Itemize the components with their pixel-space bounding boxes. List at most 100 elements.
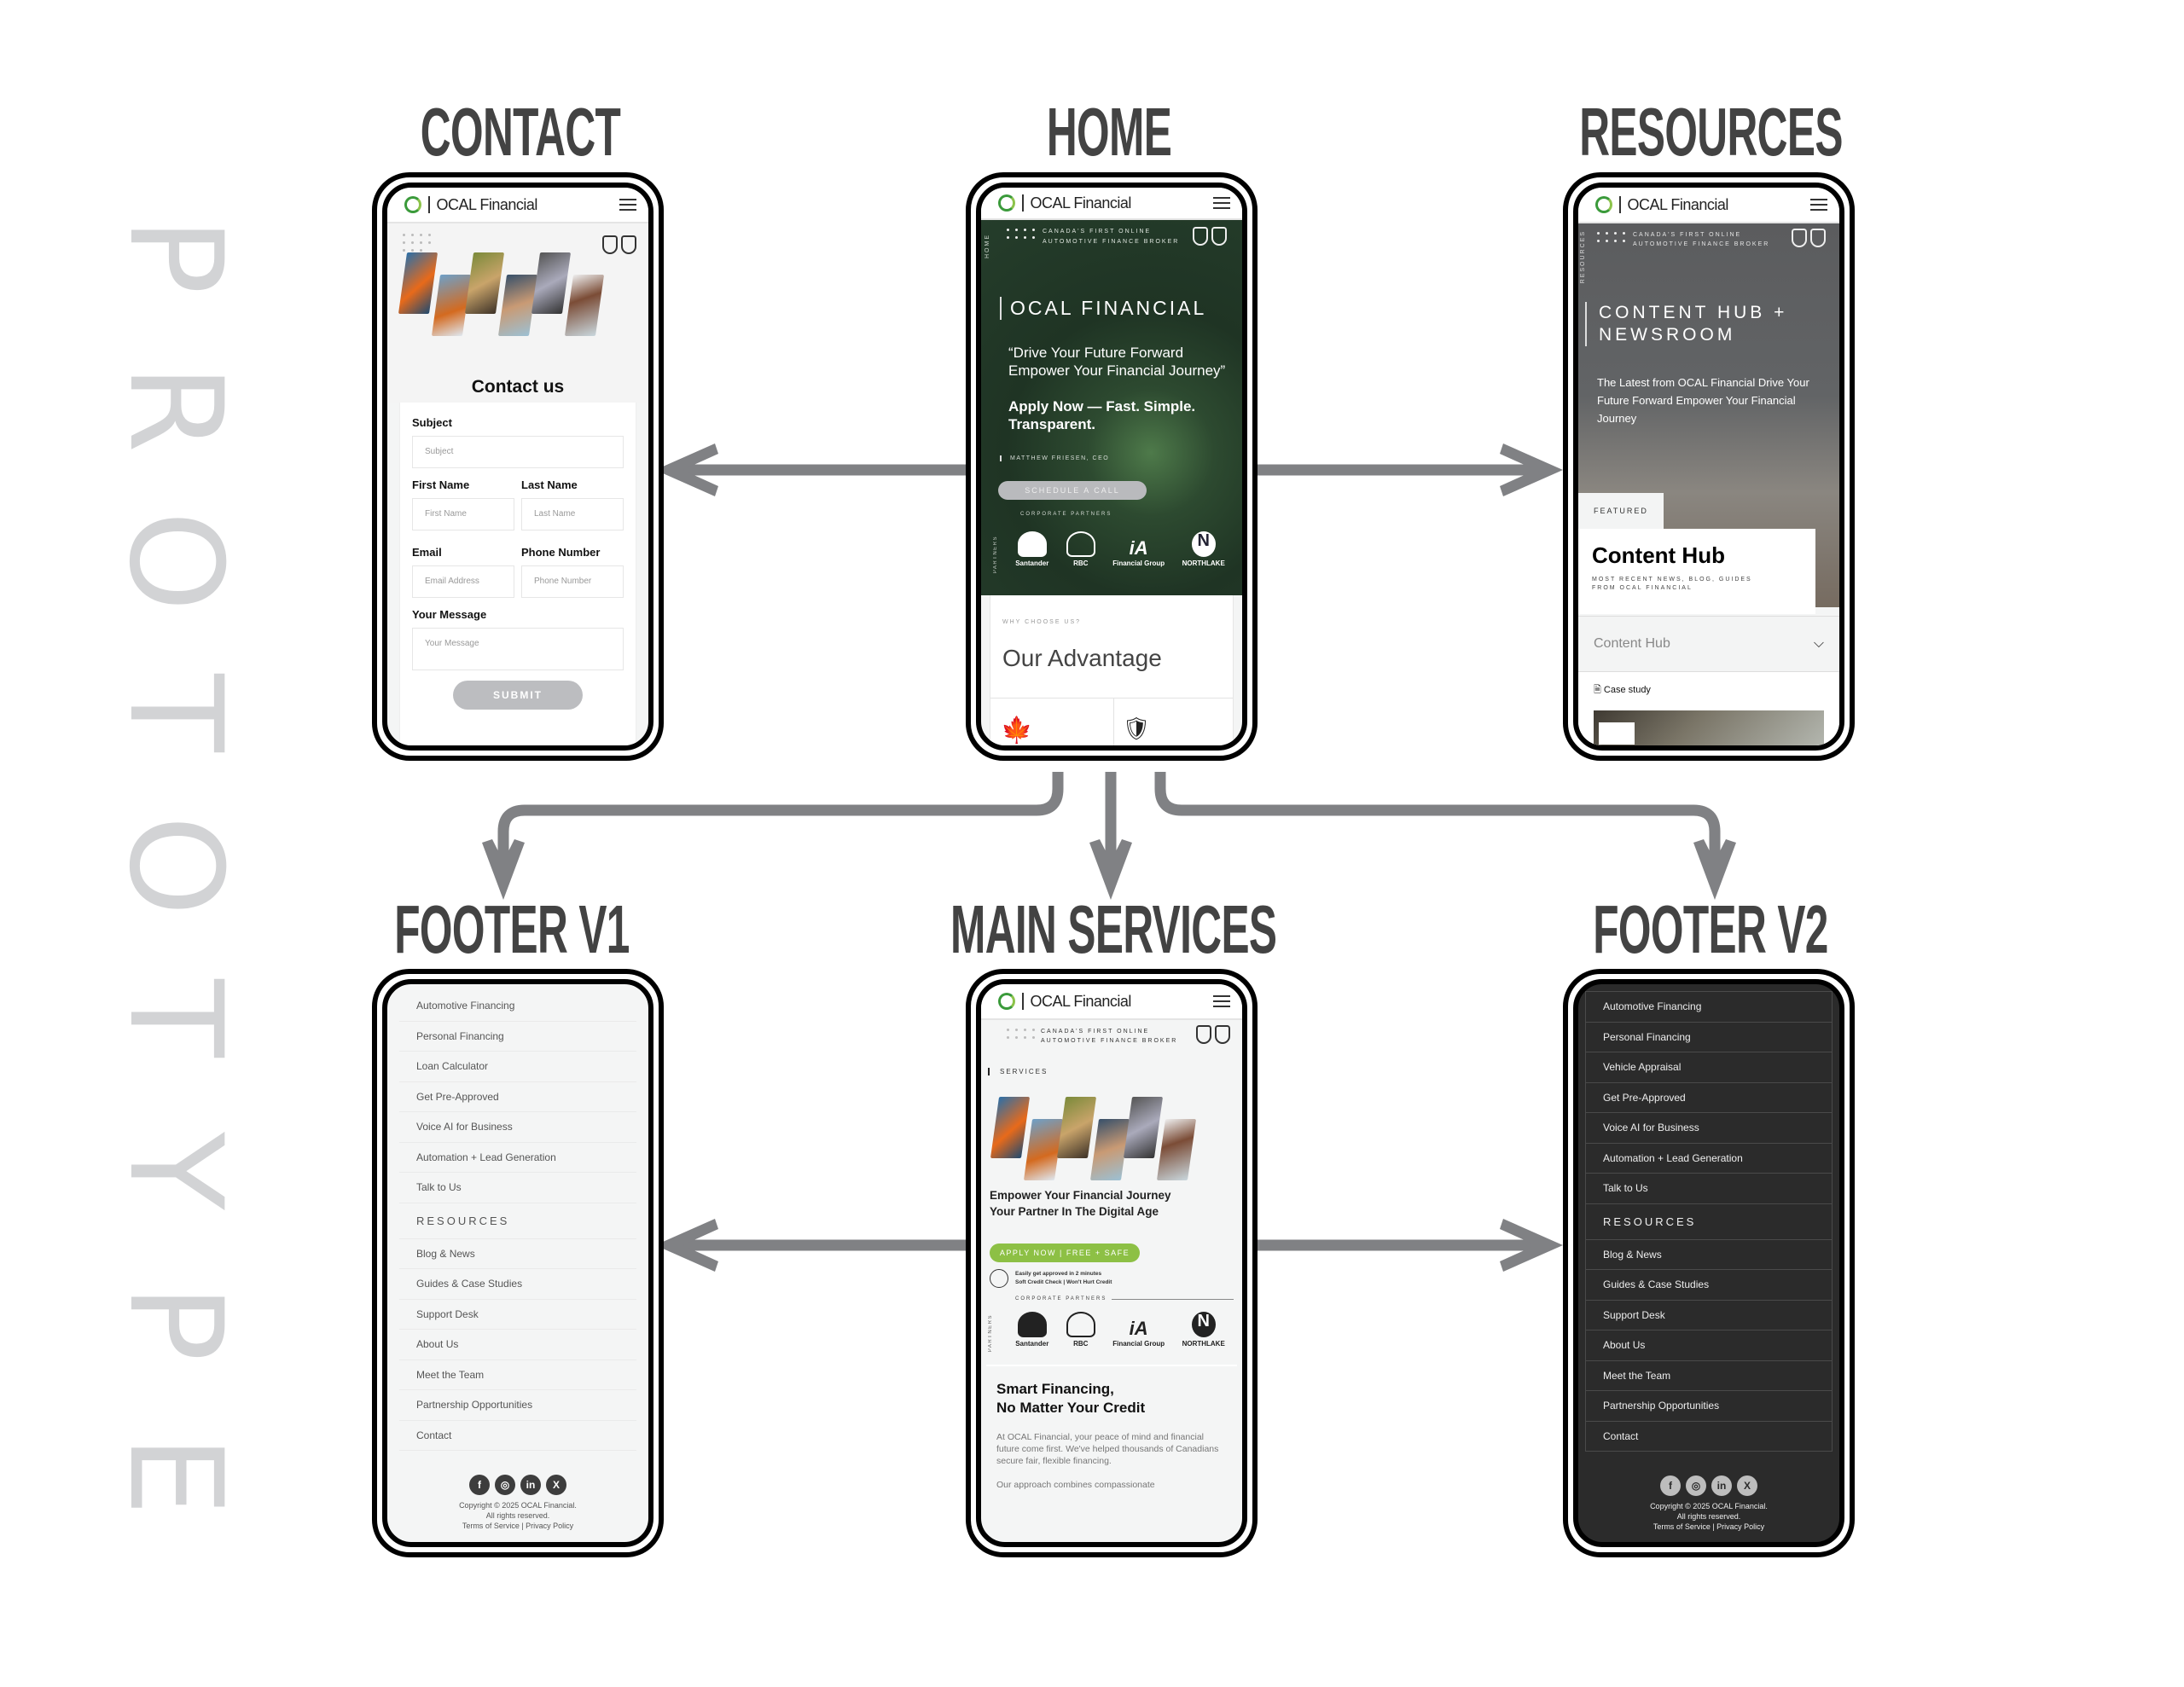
- phone-input[interactable]: Phone Number: [521, 565, 624, 598]
- tagline-line2: AUTOMOTIVE FINANCE BROKER: [1043, 239, 1180, 245]
- footer-link[interactable]: Voice AI for Business: [1586, 1113, 1832, 1144]
- footer-link[interactable]: Meet the Team: [399, 1360, 636, 1390]
- subject-input[interactable]: Subject: [412, 436, 624, 468]
- first-name-input[interactable]: First Name: [412, 498, 514, 530]
- partner-santander: Santander: [1015, 531, 1048, 567]
- footer-link[interactable]: Meet the Team: [1586, 1361, 1832, 1391]
- email-input[interactable]: Email Address: [412, 565, 514, 598]
- photo-collage: [985, 1097, 1202, 1180]
- photo-collage: [392, 252, 610, 336]
- footer-link[interactable]: Automotive Financing: [399, 991, 636, 1022]
- chevron-down-icon: ⌵: [1813, 636, 1824, 651]
- footer-link[interactable]: Loan Calculator: [399, 1052, 636, 1082]
- content-hub-dropdown[interactable]: Content Hub ⌵: [1578, 616, 1839, 672]
- submit-button[interactable]: SUBMIT: [453, 681, 583, 710]
- legal-links[interactable]: Terms of Service | Privacy Policy: [1653, 1522, 1765, 1531]
- footer-link[interactable]: Get Pre-Approved: [1586, 1083, 1832, 1113]
- approval-line1: Easily get approved in 2 minutes: [1015, 1271, 1102, 1277]
- brand-name[interactable]: OCAL Financial: [1030, 194, 1132, 212]
- watermark-letter: O: [101, 510, 249, 612]
- instagram-icon[interactable]: ◎: [1686, 1475, 1706, 1496]
- watermark-letter: T: [101, 674, 249, 753]
- x-icon[interactable]: X: [1737, 1475, 1757, 1496]
- hamburger-menu-icon[interactable]: [1213, 194, 1230, 212]
- x-icon[interactable]: X: [546, 1475, 566, 1495]
- linkedin-icon[interactable]: in: [1711, 1475, 1732, 1496]
- hamburger-menu-icon[interactable]: [1810, 195, 1827, 214]
- logo-divider: [1022, 194, 1024, 212]
- case-study-label: 🗎 Case study: [1594, 685, 1651, 695]
- smart-financing-heading: Smart Financing,No Matter Your Credit: [996, 1380, 1227, 1417]
- brand-name[interactable]: OCAL Financial: [1030, 992, 1132, 1010]
- security-badges: [1788, 229, 1826, 252]
- hamburger-menu-icon[interactable]: [619, 195, 636, 214]
- footer-link[interactable]: Get Pre-Approved: [399, 1082, 636, 1112]
- dropdown-value: Content Hub: [1594, 636, 1670, 651]
- main-services-title: MAIN SERVICES: [950, 891, 1277, 967]
- message-input[interactable]: Your Message: [412, 628, 624, 670]
- footer-link[interactable]: Talk to Us: [399, 1173, 636, 1203]
- linkedin-icon[interactable]: in: [520, 1475, 541, 1495]
- headline-line1: Empower Your Financial Journey: [990, 1189, 1171, 1202]
- hamburger-menu-icon[interactable]: [1213, 992, 1230, 1011]
- footer-link[interactable]: Vehicle Appraisal: [1586, 1052, 1832, 1083]
- footer-link[interactable]: Personal Financing: [399, 1022, 636, 1052]
- rights-line: All rights reserved.: [485, 1511, 550, 1520]
- contact-hero: Contact us: [387, 223, 648, 403]
- footer-link[interactable]: Automation + Lead Generation: [399, 1143, 636, 1173]
- footer-link[interactable]: Voice AI for Business: [399, 1112, 636, 1143]
- contact-phone: OCAL Financial Contact us Subject Subjec…: [372, 172, 664, 761]
- phone-label: Phone Number: [521, 546, 601, 559]
- ceo-signature: MATTHEW FRIESEN, CEO: [1000, 455, 1109, 461]
- legal-links[interactable]: Terms of Service | Privacy Policy: [462, 1522, 574, 1530]
- footer-link[interactable]: Contact: [1586, 1422, 1832, 1452]
- instagram-icon[interactable]: ◎: [495, 1475, 515, 1495]
- advantage-heading: Our Advantage: [1002, 645, 1162, 671]
- home-screen: OCAL Financial HOME CANADA'S FIRST ONLIN…: [976, 183, 1247, 751]
- copyright-line: Copyright © 2025 OCAL Financial.: [1650, 1502, 1768, 1510]
- footer-link[interactable]: Blog & News: [399, 1239, 636, 1269]
- footer-v2-nav: Automotive Financing Personal Financing …: [1585, 991, 1833, 1452]
- why-choose-label: WHY CHOOSE US?: [1002, 619, 1082, 625]
- footer-link[interactable]: About Us: [1586, 1330, 1832, 1361]
- footer-link[interactable]: Contact: [399, 1421, 636, 1451]
- check-shield-icon: [1211, 227, 1227, 246]
- social-links: f ◎ in X: [387, 1475, 648, 1495]
- brand-name[interactable]: OCAL Financial: [1627, 195, 1729, 213]
- check-shield-icon: [621, 235, 636, 254]
- brand-name[interactable]: OCAL Financial: [436, 195, 538, 213]
- featured-card[interactable]: Content Hub MOST RECENT NEWS, BLOG, GUID…: [1578, 529, 1815, 614]
- footer-link[interactable]: Talk to Us: [1586, 1174, 1832, 1204]
- case-study-card[interactable]: 🗎 Case study: [1578, 672, 1839, 745]
- signing-photo: [1089, 1119, 1130, 1180]
- footer-link[interactable]: Automation + Lead Generation: [1586, 1144, 1832, 1174]
- footer-link[interactable]: Support Desk: [1586, 1301, 1832, 1330]
- footer-link[interactable]: Automotive Financing: [1586, 992, 1832, 1023]
- schedule-call-button[interactable]: SCHEDULE A CALL: [998, 481, 1147, 500]
- footer-link[interactable]: Partnership Opportunities: [399, 1390, 636, 1421]
- footer-link[interactable]: Support Desk: [399, 1300, 636, 1330]
- facebook-icon[interactable]: f: [1660, 1475, 1681, 1496]
- footer-v2-screen: Automotive Financing Personal Financing …: [1573, 979, 1844, 1547]
- footer-link[interactable]: Partnership Opportunities: [1586, 1391, 1832, 1422]
- apply-now-button[interactable]: APPLY NOW | FREE + SAFE: [990, 1244, 1140, 1262]
- facebook-icon[interactable]: f: [469, 1475, 490, 1495]
- footer-link[interactable]: About Us: [399, 1330, 636, 1360]
- last-name-input[interactable]: Last Name: [521, 498, 624, 530]
- subject-label: Subject: [412, 416, 452, 429]
- hero-apply-text: Apply Now — Fast. Simple. Transparent.: [1008, 398, 1196, 432]
- page-side-label: HOME: [985, 234, 990, 258]
- footer-v1-nav: Automotive Financing Personal Financing …: [399, 991, 636, 1451]
- footer-link[interactable]: Personal Financing: [1586, 1023, 1832, 1052]
- footer-link[interactable]: Guides & Case Studies: [399, 1269, 636, 1300]
- logo-ring-icon: [1595, 196, 1612, 213]
- footer-link[interactable]: Blog & News: [1586, 1240, 1832, 1270]
- footer-link[interactable]: Guides & Case Studies: [1586, 1270, 1832, 1301]
- partners-label: CORPORATE PARTNERS: [1020, 512, 1112, 517]
- security-shield-icon: 🛡: [1122, 716, 1151, 741]
